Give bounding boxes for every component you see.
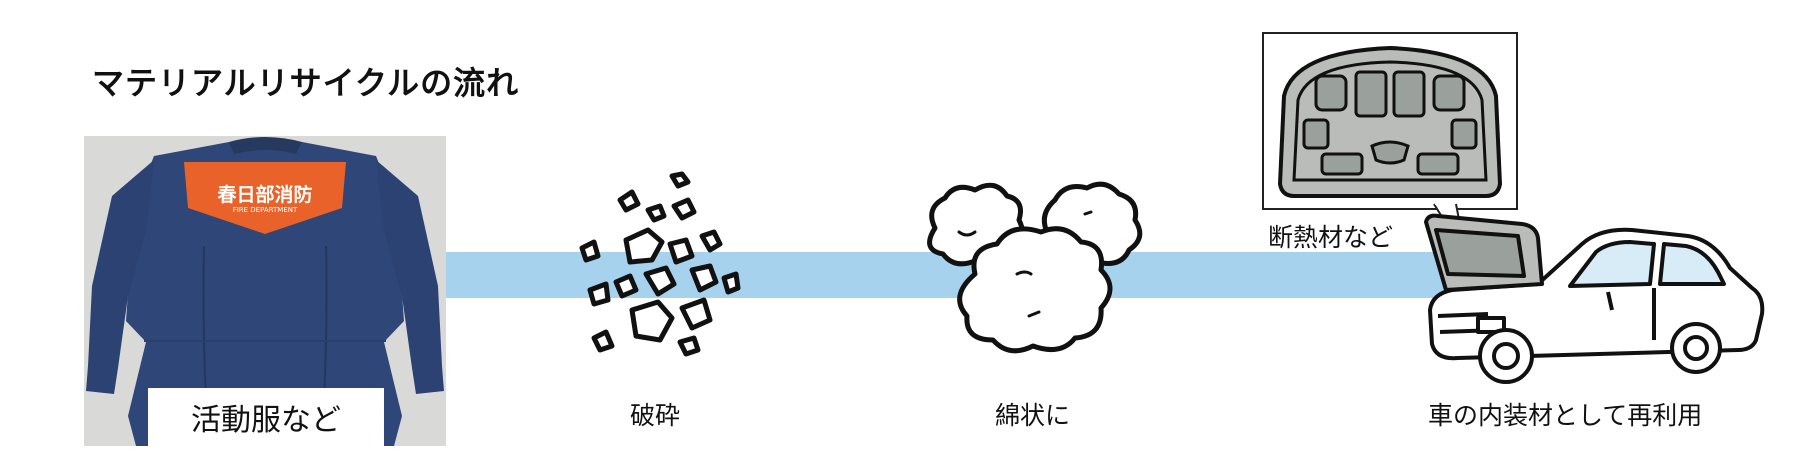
cotton-clouds-illustration [927,181,1143,354]
uniform-back-print: 春日部消防 [217,184,313,206]
cotton-label: 綿状に [995,401,1071,430]
fragment [617,189,641,213]
fragment [645,203,667,223]
uniform-right-sleeve [376,160,444,394]
fragment [721,271,741,295]
fragment [623,227,665,265]
fragment [679,297,713,331]
fragment [591,329,615,353]
fragment [677,335,701,357]
crushed-label: 破砕 [630,401,681,430]
fragment [669,171,691,189]
fragment [667,237,695,265]
fragment [579,239,601,263]
uniform-orange-yoke [184,162,346,234]
cotton-cloud [957,226,1113,354]
insulation-inset-panel [1262,32,1518,210]
uniform-left-sleeve [86,160,154,394]
crushed-fragments-illustration [579,171,741,357]
uniform-body [126,142,404,446]
fragment [587,281,611,307]
uniform-collar [229,137,302,154]
fragment [613,273,639,299]
fragment [699,229,723,253]
car-reuse-label: 車の内装材として再利用 [1428,401,1703,430]
fragment [643,265,677,297]
car-window [1658,242,1726,286]
car-window [1568,240,1656,288]
uniform-illustration [84,136,446,446]
uniform-photo: 春日部消防 FIRE DEPARTMENT [84,136,446,446]
fragment [629,299,675,343]
fragment [689,263,719,293]
diagram-title: マテリアルリサイクルの流れ [92,64,520,102]
uniform-back-subprint: FIRE DEPARTMENT [232,206,298,214]
uniform-caption: 活動服など [148,388,384,446]
fragment [671,197,697,221]
car-illustration [1424,213,1765,384]
insulation-callout-label: 断熱材など [1268,223,1394,252]
trunk-lid-panel-illustration [1277,45,1503,198]
